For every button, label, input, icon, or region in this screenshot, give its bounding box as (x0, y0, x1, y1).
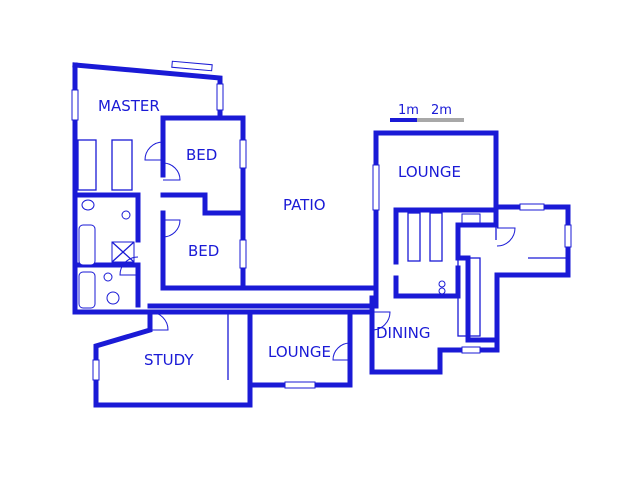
toilet-2 (106, 291, 120, 305)
wall-west-side (72, 62, 253, 408)
door-bathroom (119, 256, 139, 276)
window-scullery-top (519, 203, 545, 211)
kitchen-counter-1 (407, 212, 421, 262)
wardrobe-2 (111, 139, 133, 191)
room-label-patio: PATIO (283, 196, 326, 214)
room-label-study: STUDY (144, 351, 194, 369)
door-lounge (332, 342, 351, 361)
stove-ring-1 (438, 280, 446, 288)
scale-label-1m: 1m (398, 103, 419, 118)
scale-label-2m: 2m (431, 103, 452, 118)
wall-kitchen-bottom (393, 265, 461, 299)
basin-1 (121, 210, 131, 220)
wall-ensuite (72, 192, 141, 243)
kitchen-island (457, 257, 481, 337)
window-lounge-bottom (284, 381, 316, 389)
room-label-bed-1: BED (186, 146, 217, 164)
wall-kitchen (393, 207, 500, 343)
scale-bar: 1m 2m (390, 103, 464, 122)
wall-corridor-bottom (147, 285, 379, 309)
room-label-bed-2: BED (188, 242, 219, 260)
shower-x2 (111, 241, 135, 263)
wall-bath-top (72, 262, 141, 308)
window-kitchen (461, 346, 481, 354)
room-label-dining: DINING (376, 324, 430, 342)
door-scullery (496, 227, 516, 247)
bathtub-2 (78, 271, 96, 309)
window-bed2 (239, 239, 247, 269)
room-labels: MASTER BED BED PATIO LOUNGE STUDY LOUNGE… (98, 97, 461, 369)
window-master-top (171, 60, 213, 72)
door-dining (371, 311, 391, 331)
walls (72, 62, 571, 408)
doors (119, 141, 516, 361)
wardrobe-1 (77, 139, 97, 191)
door-bed1 (162, 162, 181, 181)
door-master (144, 141, 164, 161)
counters (77, 139, 566, 380)
window-master-right (216, 83, 224, 111)
kitchen-counter-2 (429, 212, 443, 262)
stove-ring-2 (438, 287, 446, 295)
wall-dining-outer (369, 295, 500, 375)
basin-2 (103, 272, 113, 282)
bathtub-1 (78, 224, 96, 266)
toilet-1 (81, 199, 95, 211)
door-bed2 (162, 219, 181, 238)
window-lounge-right (372, 164, 380, 211)
window-scullery-side (564, 224, 572, 248)
wall-bed-lower (160, 210, 246, 291)
bathroom-fixtures (78, 199, 481, 309)
kitchen-sink (461, 213, 481, 224)
windows (71, 60, 572, 389)
window-study (92, 359, 100, 381)
door-study (149, 311, 169, 331)
wall-bed-divider (160, 192, 246, 216)
window-master-left (71, 89, 79, 121)
room-label-lounge-bottom: LOUNGE (268, 343, 331, 361)
window-bed1 (239, 139, 247, 169)
room-label-master: MASTER (98, 97, 160, 115)
room-label-lounge-right: LOUNGE (398, 163, 461, 181)
